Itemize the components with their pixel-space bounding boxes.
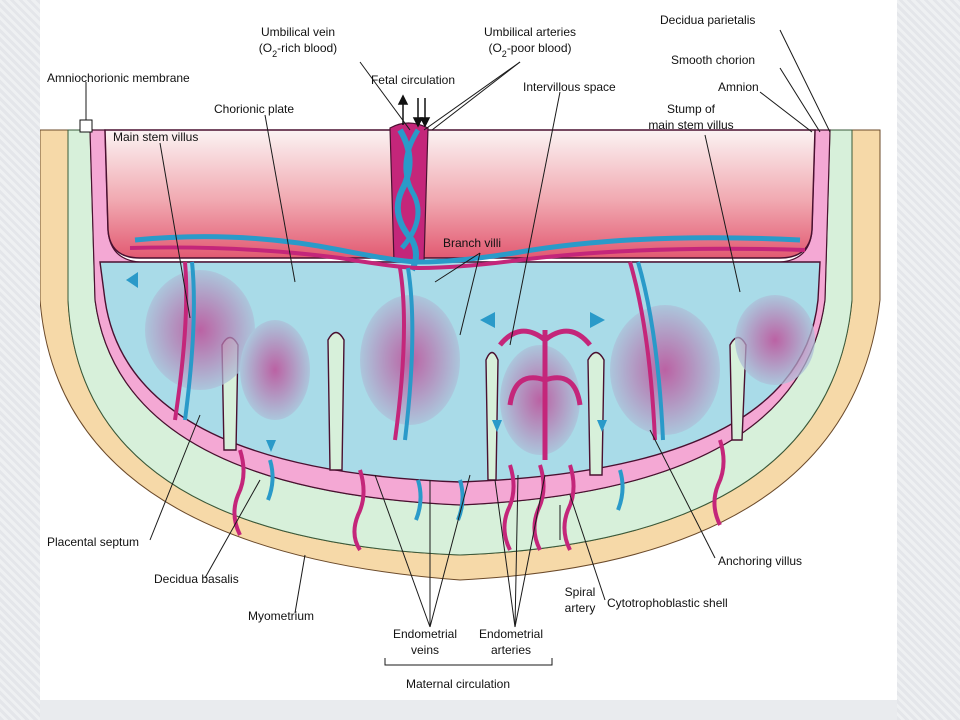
left-margin-texture	[0, 0, 40, 720]
label-endometrial-veins-line1: Endometrial	[393, 627, 457, 641]
label-cytotrophoblastic-shell: Cytotrophoblastic shell	[607, 596, 728, 610]
label-umbilical-arteries-line2: (O2-poor blood)	[488, 41, 571, 59]
diagram-canvas: Umbilical vein (O2-rich blood) Umbilical…	[40, 0, 897, 700]
chorionic-vessels-blue	[134, 234, 801, 265]
label-main-stem-villus: Main stem villus	[113, 130, 198, 144]
fetal-circulation-arrows	[397, 94, 431, 128]
label-amnion: Amnion	[718, 80, 759, 94]
umbilical-cord-blue-strand	[394, 128, 419, 272]
label-endometrial-arteries-line2: arteries	[491, 643, 531, 657]
placenta-diagram: Umbilical vein (O2-rich blood) Umbilical…	[40, 13, 881, 691]
label-anchoring-villus: Anchoring villus	[718, 554, 802, 568]
umbilical-cord	[389, 122, 429, 263]
label-umbilical-vein-line2: (O2-rich blood)	[259, 41, 337, 59]
label-umbilical-vein-line1: Umbilical vein	[261, 25, 335, 39]
label-stump-line2: main stem villus	[648, 118, 733, 132]
label-decidua-basalis: Decidua basalis	[154, 572, 239, 586]
blue-arrows	[126, 272, 607, 452]
label-decidua-parietalis: Decidua parietalis	[660, 13, 755, 27]
label-branch-villi: Branch villi	[443, 236, 501, 250]
chorionic-vessels-magenta	[129, 245, 806, 271]
label-chorionic-plate: Chorionic plate	[214, 102, 294, 116]
label-fetal-circulation: Fetal circulation	[371, 73, 455, 87]
label-spiral-line1: Spiral	[565, 585, 596, 599]
label-endometrial-veins-line2: veins	[411, 643, 439, 657]
maternal-blood-flow	[498, 328, 592, 460]
label-amniochorionic-membrane: Amniochorionic membrane	[47, 71, 190, 85]
label-endometrial-arteries-line1: Endometrial	[479, 627, 543, 641]
label-intervillous-space: Intervillous space	[523, 80, 616, 94]
label-spiral-line2: artery	[565, 601, 596, 615]
label-placental-septum: Placental septum	[47, 535, 139, 549]
label-smooth-chorion: Smooth chorion	[671, 53, 755, 67]
label-myometrium: Myometrium	[248, 609, 314, 623]
leader-lines	[85, 29, 831, 666]
amniochorionic-marker	[79, 119, 93, 133]
right-margin-texture	[897, 0, 960, 720]
stem-villi	[173, 261, 665, 441]
label-umbilical-arteries-line1: Umbilical arteries	[484, 25, 576, 39]
umbilical-cord-blue-strand-2	[400, 128, 421, 250]
amniotic-cavity	[104, 129, 816, 259]
label-stump-line1: Stump of	[667, 102, 716, 116]
label-maternal-circulation: Maternal circulation	[406, 677, 510, 691]
